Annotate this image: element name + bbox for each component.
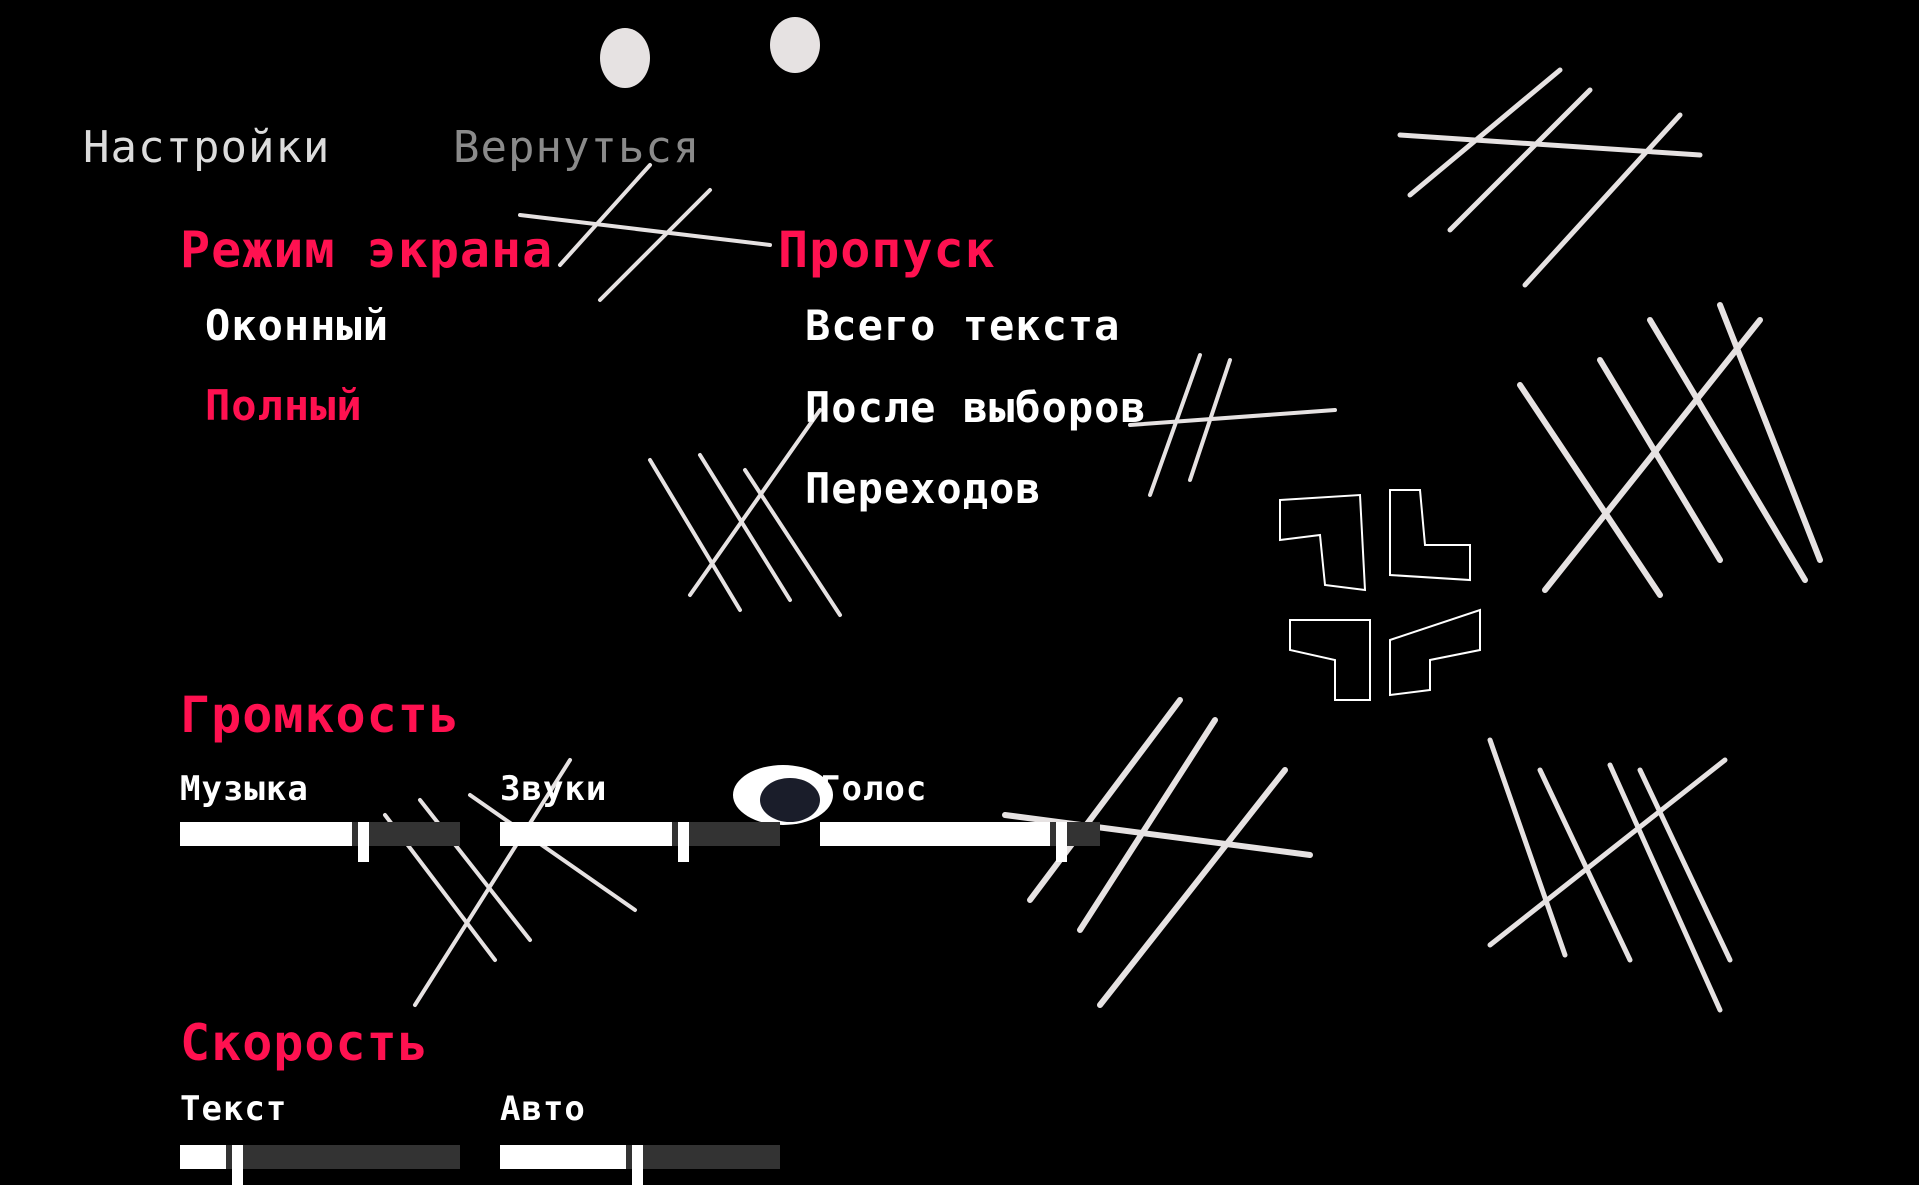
auto-speed-label: Авто: [500, 1089, 586, 1129]
eye-icon: [733, 765, 833, 825]
sounds-slider[interactable]: [500, 822, 780, 862]
slider-fill: [820, 822, 1050, 846]
eye-icon: [770, 17, 820, 73]
skip-option-transitions[interactable]: Переходов: [805, 464, 1042, 513]
music-slider[interactable]: [180, 822, 460, 862]
sounds-label: Звуки: [500, 769, 608, 809]
slider-handle[interactable]: [358, 822, 369, 862]
text-speed-slider[interactable]: [180, 1145, 460, 1185]
volume-header: Громкость: [180, 686, 460, 744]
skip-option-after-choices[interactable]: После выборов: [805, 383, 1147, 432]
skip-header: Пропуск: [778, 221, 996, 279]
back-button[interactable]: Вернуться: [453, 122, 701, 173]
scratch-marks-top-right: [1397, 67, 1703, 288]
music-label: Музыка: [180, 769, 309, 809]
display-option-windowed[interactable]: Оконный: [205, 301, 390, 350]
slider-handle[interactable]: [678, 822, 689, 862]
slider-fill: [500, 822, 672, 846]
eye-icon: [600, 28, 650, 88]
scratch-decoration: [383, 17, 1823, 1013]
anger-mark-icon: [1279, 489, 1481, 701]
skip-option-all-text[interactable]: Всего текста: [805, 301, 1121, 350]
slider-fill: [180, 822, 352, 846]
speed-header: Скорость: [180, 1014, 429, 1072]
voice-slider[interactable]: [820, 822, 1100, 862]
scratch-marks-bottom-right: [1487, 737, 1733, 1013]
slider-handle[interactable]: [1056, 822, 1067, 862]
settings-title: Настройки: [83, 122, 331, 173]
slider-handle[interactable]: [232, 1145, 243, 1185]
text-speed-label: Текст: [180, 1089, 288, 1129]
scratch-marks-bottom-center: [1002, 697, 1313, 1008]
display-mode-header: Режим экрана: [180, 221, 554, 279]
scratch-marks-right: [1517, 302, 1823, 598]
scratch-marks-center: [518, 163, 1337, 617]
auto-speed-slider[interactable]: [500, 1145, 780, 1185]
slider-handle[interactable]: [632, 1145, 643, 1185]
voice-label: Голос: [820, 769, 928, 809]
display-option-fullscreen[interactable]: Полный: [205, 381, 363, 430]
slider-fill: [500, 1145, 626, 1169]
slider-fill: [180, 1145, 226, 1169]
